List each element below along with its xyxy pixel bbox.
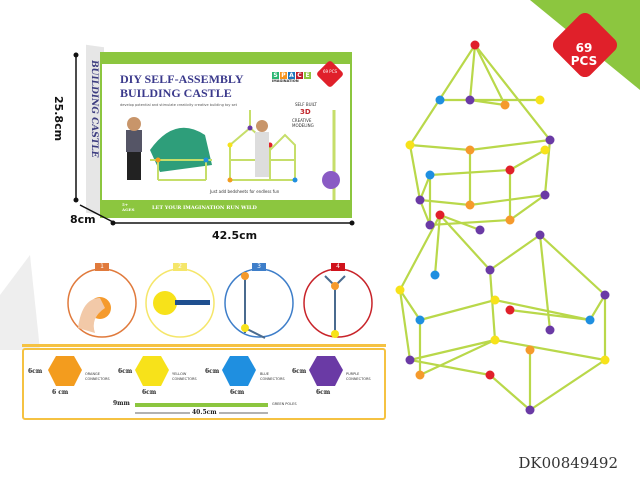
dimension-lines xyxy=(73,52,355,226)
step-4-circle xyxy=(303,268,373,338)
castle-top-frame xyxy=(408,43,552,227)
connector-dot xyxy=(430,270,440,280)
connector-dot xyxy=(415,315,425,325)
connector-dot xyxy=(435,95,445,105)
castle-bottom-frame xyxy=(398,213,607,412)
connector-dot xyxy=(415,195,425,205)
blue-height: 6cm xyxy=(205,368,220,375)
green-pole xyxy=(135,403,268,407)
connector-dot xyxy=(500,100,510,110)
connector-dot xyxy=(425,170,435,180)
badge-unit: PCS xyxy=(570,54,598,68)
connector-dot xyxy=(490,335,500,345)
yellow-name: YELLOW CONNECTORS xyxy=(172,372,197,381)
connector-dot xyxy=(425,220,435,230)
blue-connector xyxy=(222,356,256,386)
yellow-width: 6cm xyxy=(142,389,157,396)
connector-dot xyxy=(470,40,480,50)
blue-name: BLUE CONNECTORS xyxy=(260,372,285,381)
bedsheet-note: Just add bedsheets for endless fun xyxy=(210,189,280,194)
badge-background xyxy=(530,0,640,90)
height-dimension: 25.8cm xyxy=(52,95,66,142)
step-3-circle xyxy=(224,268,294,338)
3d-label: 3D xyxy=(300,108,311,116)
blue-width: 6cm xyxy=(230,389,245,396)
step-2-label: 2 xyxy=(173,263,187,271)
connector-dot xyxy=(505,305,515,315)
connector-dot xyxy=(490,295,500,305)
connector-dot xyxy=(435,210,445,220)
step-3-label: 3 xyxy=(252,263,266,271)
mini-badge: 69 PCS xyxy=(322,69,338,74)
connector-dot xyxy=(505,165,515,175)
connector-dot xyxy=(545,135,555,145)
package-strip: 5+ AGES LET YOUR IMAGINATION RUN WILD xyxy=(102,200,350,216)
orange-width: 6 cm xyxy=(52,389,69,396)
watermark: DK00849492 xyxy=(518,454,618,472)
package-photo xyxy=(126,110,340,200)
space-sub: IMAGINATION xyxy=(272,79,299,83)
package-title: DIY SELF-ASSEMBLY BUILDING CASTLE xyxy=(120,72,243,100)
purple-connector xyxy=(309,356,343,386)
creative-modeling: CREATIVE MODELING xyxy=(292,118,314,128)
pieces-badge: 69 PCS xyxy=(556,42,612,68)
purple-height: 6cm xyxy=(292,368,307,375)
space-letter: E xyxy=(304,72,311,79)
pole-name: GREEN POLES xyxy=(272,402,297,406)
space-letter: A xyxy=(288,72,295,79)
divider xyxy=(22,344,386,347)
connector-dot xyxy=(485,265,495,275)
decor-shape xyxy=(0,255,40,350)
pole-length: 40.5cm xyxy=(190,409,219,416)
width-dimension: 42.5cm xyxy=(212,229,258,242)
space-letter: S xyxy=(272,72,279,79)
yellow-height: 6cm xyxy=(118,368,133,375)
connector-dot xyxy=(545,325,555,335)
connector-dot xyxy=(540,145,550,155)
yellow-connector xyxy=(135,356,169,386)
orange-connector xyxy=(48,356,82,386)
connector-shapes xyxy=(48,356,343,414)
assembly-steps xyxy=(67,268,373,339)
connector-dot xyxy=(525,405,535,415)
castle-structures xyxy=(395,40,610,415)
connector-dot xyxy=(485,370,495,380)
depth-dimension: 8cm xyxy=(70,213,96,226)
purple-width: 6cm xyxy=(316,389,331,396)
title-line2: BUILDING CASTLE xyxy=(120,86,232,100)
orange-name: ORANGE CONNECTORS xyxy=(85,372,110,381)
connector-dot xyxy=(600,290,610,300)
connector-dot xyxy=(395,285,405,295)
parts-legend xyxy=(22,348,386,420)
connector-dot xyxy=(465,145,475,155)
space-letter: P xyxy=(280,72,287,79)
connector-dot xyxy=(405,355,415,365)
step-1-label: 1 xyxy=(95,263,109,271)
connector-dot xyxy=(535,230,545,240)
pole-diameter: 9mm xyxy=(113,400,130,407)
orange-height: 6cm xyxy=(28,368,43,375)
connector-dot xyxy=(465,200,475,210)
connector-dot xyxy=(540,190,550,200)
connector-dot xyxy=(415,370,425,380)
package-subtitle: develop potential and stimulate creativi… xyxy=(120,103,237,107)
connector-dot xyxy=(585,315,595,325)
self-built: SELF BUILT xyxy=(295,102,317,107)
title-line1: DIY SELF-ASSEMBLY xyxy=(120,72,244,86)
connector-dot xyxy=(405,140,415,150)
purple-name: PURPLE CONNECTORS xyxy=(346,372,371,381)
connector-dot xyxy=(475,225,485,235)
connector-dot xyxy=(505,215,515,225)
step-4-label: 4 xyxy=(331,263,345,271)
connector-dot xyxy=(465,95,475,105)
badge-count: 69 xyxy=(575,41,593,55)
connector-dot xyxy=(600,355,610,365)
connector-dot xyxy=(525,345,535,355)
slogan: LET YOUR IMAGINATION RUN WILD xyxy=(152,205,257,211)
space-letter: C xyxy=(296,72,303,79)
connector-dot xyxy=(535,95,545,105)
age-label: 5+ AGES xyxy=(122,202,135,212)
